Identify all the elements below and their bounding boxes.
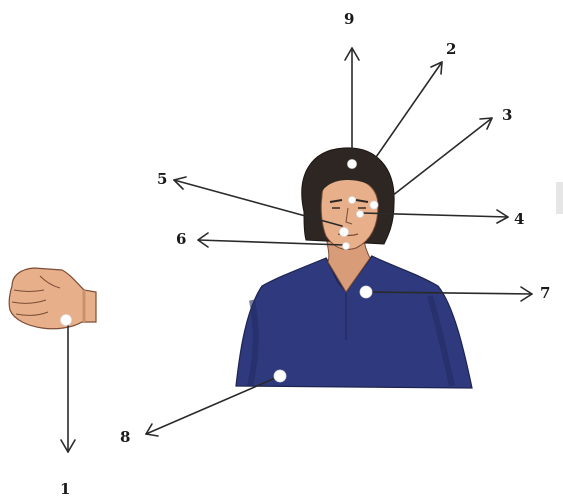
marker-dot-6 [342, 242, 350, 250]
arrowhead-2 [430, 61, 443, 75]
arrow-5 [173, 179, 343, 227]
label-7: 7 [540, 284, 550, 302]
edge-mark [556, 182, 563, 214]
hand-illustration [8, 267, 97, 330]
label-1: 1 [60, 480, 70, 498]
arrow-8 [145, 375, 281, 435]
label-6: 6 [176, 230, 186, 248]
person-illustration [235, 147, 473, 389]
arrowhead-6 [197, 232, 209, 248]
arrow-6 [197, 239, 345, 246]
arrowhead-8 [145, 423, 159, 437]
marker-dot-7 [359, 285, 373, 299]
label-2: 2 [446, 40, 456, 58]
marker-dots [60, 159, 379, 383]
arrowhead-3 [479, 117, 493, 130]
arrowhead-9 [344, 47, 360, 61]
marker-dot-3 [369, 200, 379, 210]
arrow-7 [365, 291, 533, 295]
arrowhead-4 [496, 209, 509, 224]
marker-dot-5 [348, 196, 356, 204]
arrow-4 [361, 212, 509, 218]
marker-dot-1 [60, 314, 72, 326]
marker-dot-8 [273, 369, 287, 383]
marker-dot-4 [356, 210, 364, 218]
label-3: 3 [502, 106, 512, 124]
arrowhead-5 [173, 176, 187, 190]
arrows [60, 47, 533, 453]
arrowhead-7 [520, 286, 533, 302]
marker-dot-mouth [339, 227, 349, 237]
label-8: 8 [120, 428, 130, 446]
label-4: 4 [514, 210, 524, 228]
label-9: 9 [344, 10, 354, 28]
arrow-3 [391, 117, 493, 197]
label-5: 5 [157, 170, 167, 188]
number-labels: 9 2 3 4 5 6 7 8 1 [60, 10, 550, 498]
marker-dot-9 [347, 159, 357, 169]
arrow-2 [373, 61, 443, 161]
arrowhead-1 [60, 439, 76, 453]
